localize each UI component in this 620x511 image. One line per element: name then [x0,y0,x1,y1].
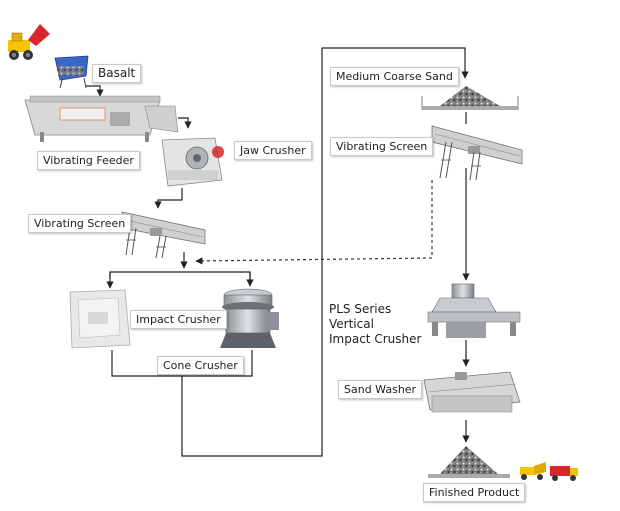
delivery-truck-icon [520,462,578,481]
connector-split-bar [109,271,251,284]
loader-truck-icon [8,24,50,60]
label-vibrating-screen-2: Vibrating Screen [330,137,434,156]
connector-jaw-screen [154,188,183,209]
connector-feeder-jaw [178,117,192,129]
connector-to-sand-pile [181,47,469,457]
vibrating-feeder-machine [24,95,179,142]
basalt-hopper-icon [54,55,89,89]
pls-vertical-impact-crusher-machine [427,283,521,338]
label-pls-line2: Impact Crusher [329,332,422,346]
impact-crusher-machine [69,289,131,349]
label-basalt: Basalt [92,64,142,83]
connector-basalt-feeder [86,85,104,97]
vibrating-screen-1-machine [121,211,206,259]
label-impact-crusher: Impact Crusher [130,310,227,329]
label-pls-line1: PLS Series Vertical [329,302,392,331]
label-sand-washer: Sand Washer [338,380,423,399]
cone-crusher-machine [220,288,279,348]
connector-dashed-return [195,180,433,265]
finished-product-pile [428,446,510,478]
label-finished-product: Finished Product [423,483,526,502]
label-vibrating-screen-1: Vibrating Screen [28,214,132,233]
jaw-crusher-machine [161,137,224,187]
label-pls-crusher: PLS Series Vertical Impact Crusher [329,302,433,347]
label-vibrating-feeder: Vibrating Feeder [37,151,140,170]
label-cone-crusher: Cone Crusher [157,356,244,375]
vibrating-screen-2-machine [431,125,523,181]
medium-coarse-sand-pile [421,86,519,110]
sand-washer-machine [423,371,521,413]
label-medium-coarse-sand: Medium Coarse Sand [330,67,459,86]
label-jaw-crusher: Jaw Crusher [234,141,312,160]
